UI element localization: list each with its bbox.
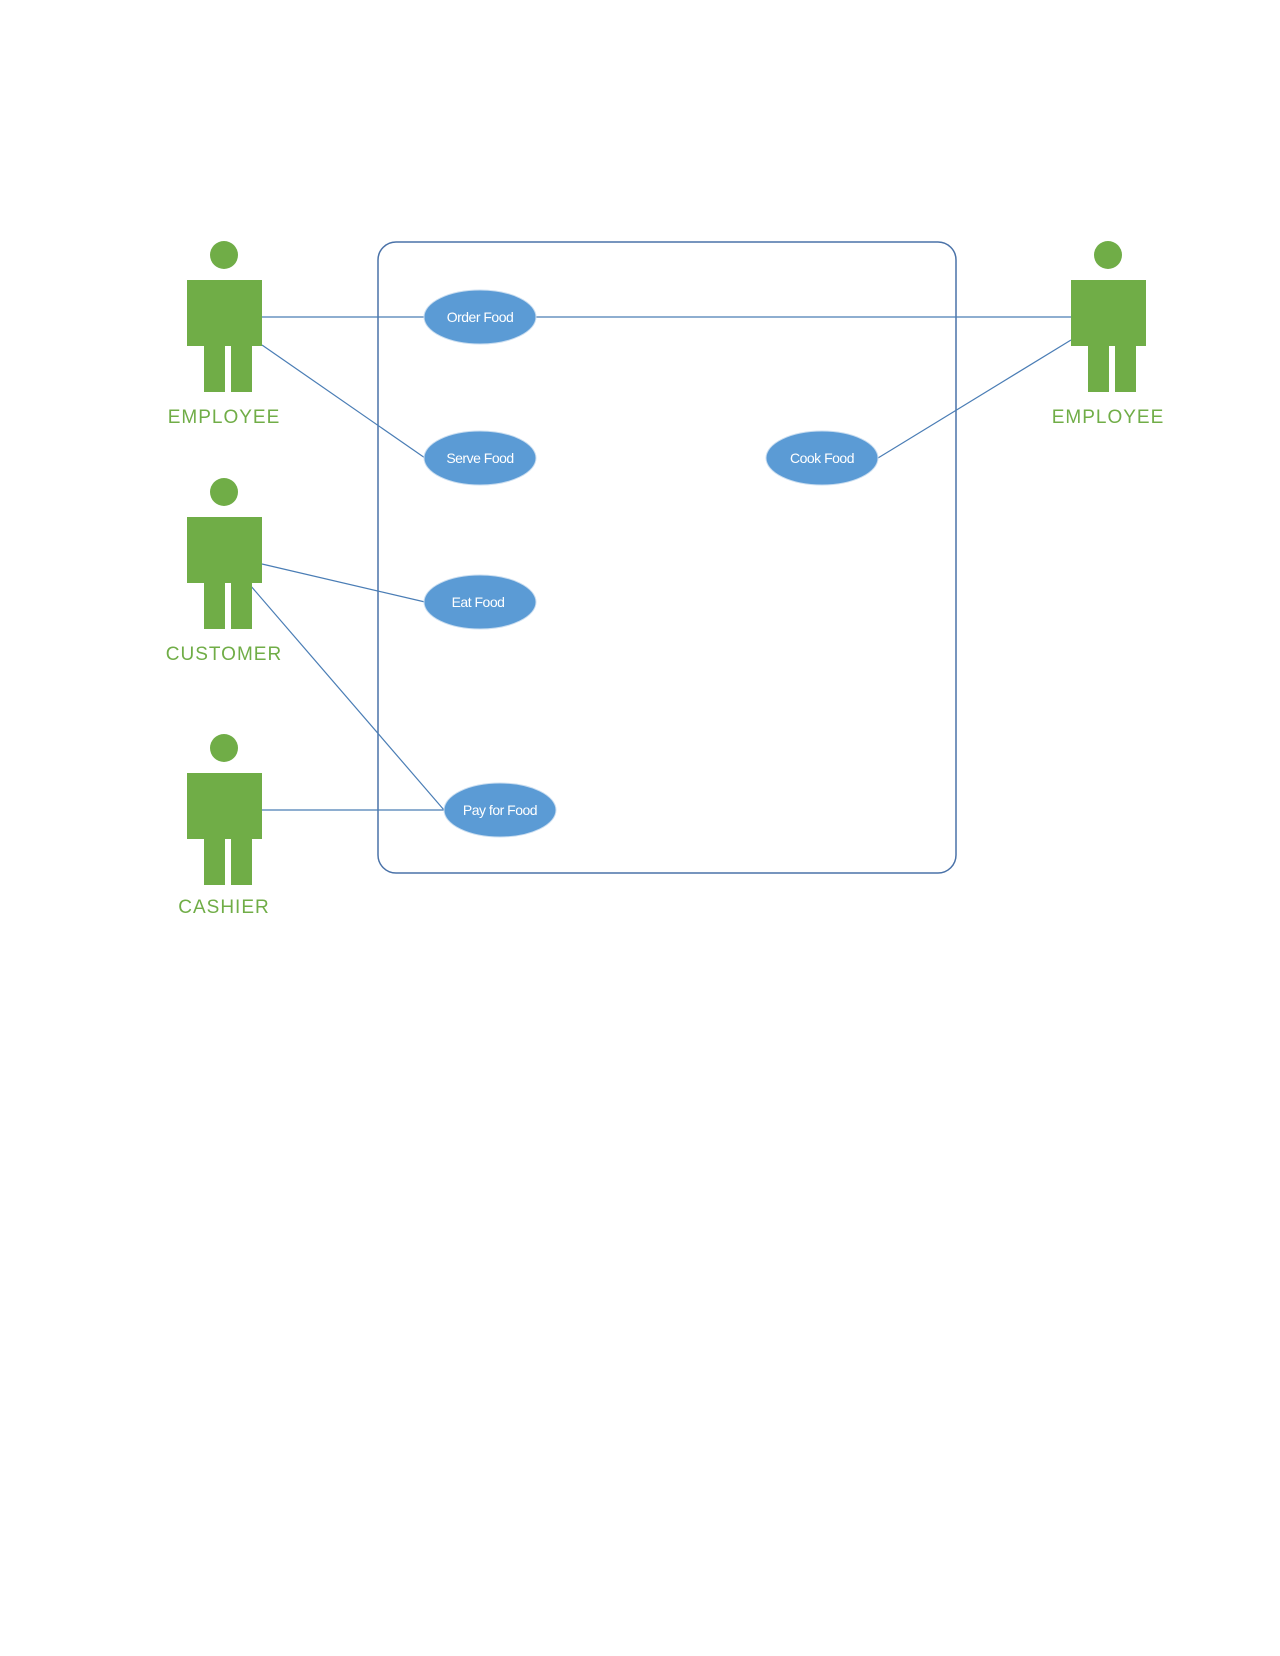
use-case-label: Pay for Food (463, 802, 537, 818)
use-case-cook-food (765, 430, 879, 486)
actor-cashier (187, 734, 262, 885)
use-case-eat-food (423, 574, 537, 630)
actor-label: CUSTOMER (166, 644, 282, 665)
use-case-order-food (423, 289, 537, 345)
use-case-serve-food (423, 430, 537, 486)
actor-employee-left (187, 241, 262, 392)
actor-label: EMPLOYEE (168, 407, 281, 428)
actor-customer (187, 478, 262, 629)
use-case-label: Order Food (447, 309, 514, 325)
association-customer-pay (249, 584, 445, 811)
use-case-label: Serve Food (446, 450, 513, 466)
actor-label: EMPLOYEE (1052, 407, 1165, 428)
use-case-label: Eat Food (452, 594, 505, 610)
association-employee-cook (877, 339, 1072, 459)
actor-employee-right (1071, 241, 1146, 392)
association-customer-eat (261, 563, 426, 603)
use-case-pay-for-food (443, 782, 557, 838)
association-employee-serve (261, 344, 426, 459)
actor-label: CASHIER (178, 897, 269, 918)
system-boundary (377, 241, 957, 874)
use-case-label: Cook Food (790, 450, 854, 466)
